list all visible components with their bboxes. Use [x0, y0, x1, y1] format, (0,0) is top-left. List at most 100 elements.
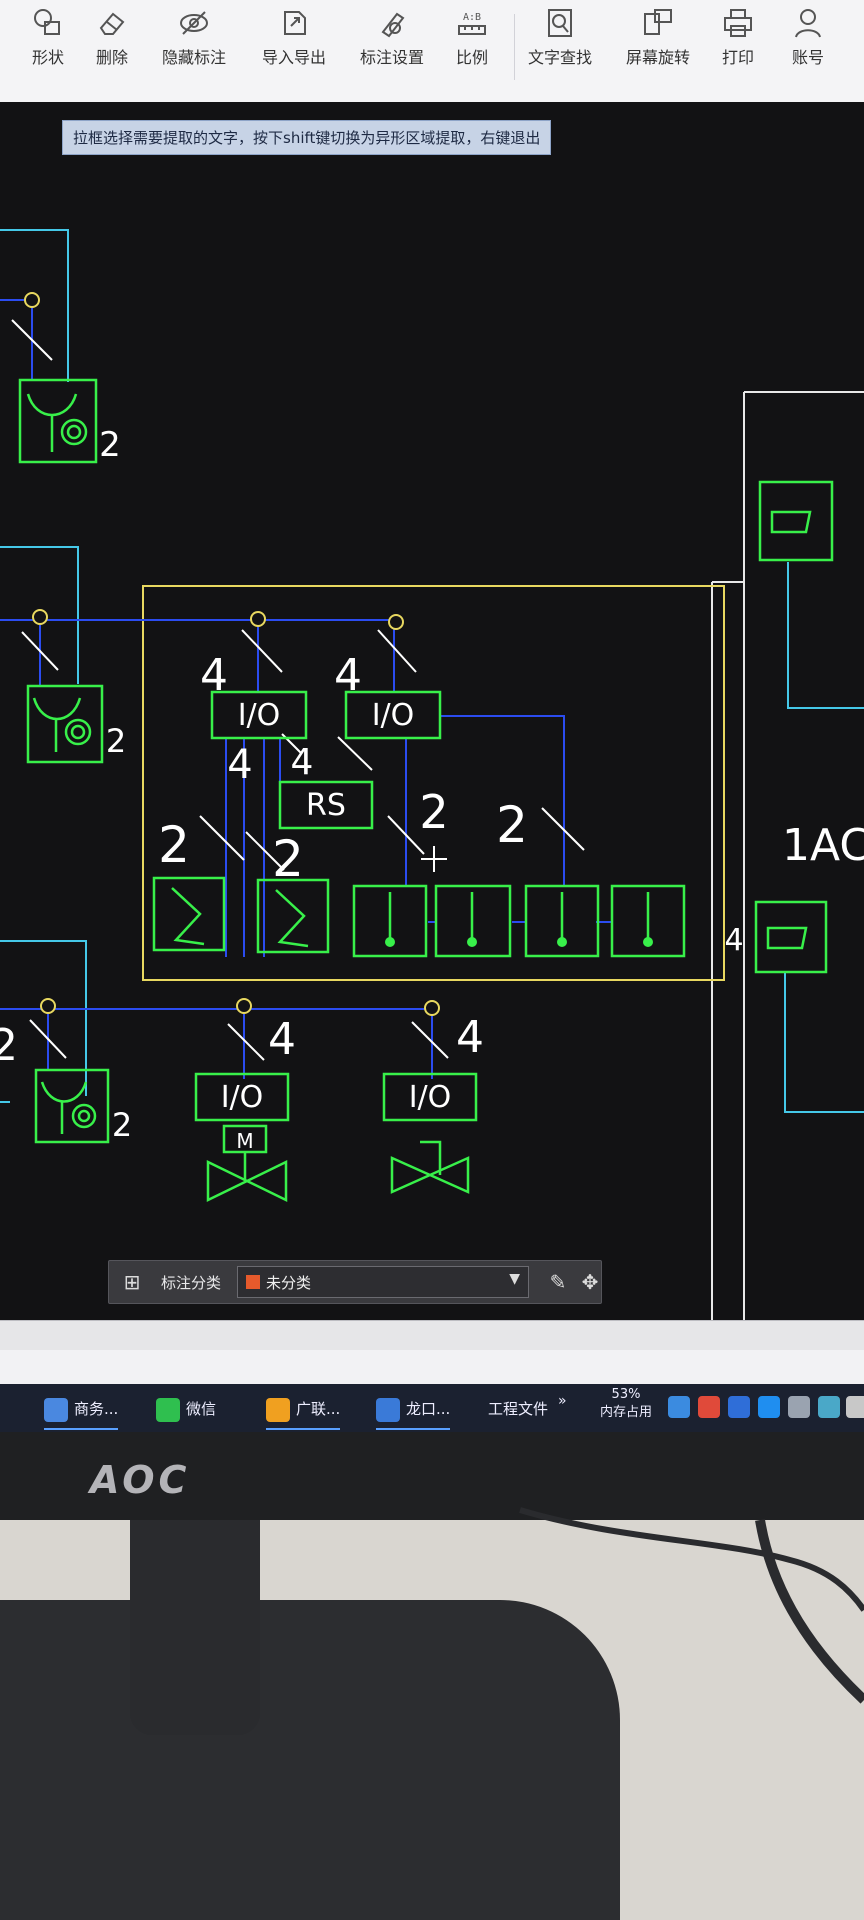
motor-label: M	[236, 1129, 253, 1153]
grid-menu-icon[interactable]: ⊞	[123, 1270, 141, 1294]
count-label: 2	[496, 796, 528, 854]
count-label: 4	[227, 742, 252, 788]
account-icon	[795, 9, 821, 38]
move-icon[interactable]: ✥	[581, 1270, 599, 1294]
smoke-detector-2	[256, 878, 330, 954]
annotation-settings-button[interactable]: 标注设置	[352, 6, 432, 68]
right-sensor-1	[758, 480, 834, 562]
annotation-settings-label: 标注设置	[359, 48, 424, 67]
cabinet-tag-label: 1AC3	[782, 820, 864, 871]
manual-valve	[390, 1156, 470, 1194]
active-indicator	[376, 1428, 451, 1430]
shape-icon	[34, 9, 60, 35]
print-label: 打印	[721, 48, 754, 67]
taskbar-app-label: 龙口...	[406, 1400, 451, 1418]
top-toolbar: 形状 删除 隐藏标注 导入导出 标注设置 A:B 比例 文字查找 屏幕旋转 打印…	[0, 0, 864, 103]
print-button[interactable]: 打印	[698, 6, 778, 68]
app-icon	[376, 1397, 400, 1422]
status-bar	[0, 1320, 864, 1351]
app-icon	[266, 1397, 290, 1422]
cad-drawing-canvas[interactable]: I/O I/O RS I/O I/O M 4 4 4 4 2 2 2 2 4 4…	[0, 102, 864, 1320]
monitor-brand-logo: AOC	[90, 1458, 191, 1502]
taskbar-app-1[interactable]: 商务...	[44, 1394, 119, 1430]
count-label: 2	[272, 830, 304, 888]
shape-tool-label: 形状	[31, 48, 64, 67]
text-search-icon	[548, 9, 572, 37]
shape-tool-button[interactable]: 形状	[8, 6, 88, 68]
taskbar-app-wechat[interactable]: 微信	[156, 1394, 216, 1424]
io-module-2	[344, 690, 442, 740]
import-export-label: 导入导出	[261, 48, 326, 67]
import-export-icon	[284, 11, 306, 35]
scale-button[interactable]: A:B 比例	[432, 6, 512, 68]
account-button[interactable]: 账号	[768, 6, 848, 68]
wire-count-ticks	[11, 319, 585, 1061]
extraction-tooltip: 拉框选择需要提取的文字，按下shift键切换为异形区域提取，右键退出	[62, 120, 552, 155]
rotate-screen-label: 屏幕旋转	[625, 48, 690, 67]
count-label: 2	[106, 722, 126, 760]
tray-icon[interactable]	[728, 1396, 750, 1418]
detector-symbol-3	[34, 1068, 110, 1144]
monitor-base	[0, 1600, 620, 1920]
monitor-bezel	[0, 1432, 864, 1520]
rs-label: RS	[306, 788, 346, 823]
tray-icon[interactable]	[788, 1396, 810, 1418]
annotation-category-label: 标注分类	[161, 1274, 222, 1292]
cable	[519, 1507, 864, 1704]
count-label: 2	[112, 1106, 132, 1144]
taskbar-folder-project[interactable]: 工程文件	[488, 1394, 548, 1424]
printer-icon	[724, 9, 752, 37]
taskbar-app-4[interactable]: 龙口...	[376, 1394, 451, 1430]
field-zone-boundary	[142, 585, 725, 981]
text-search-button[interactable]: 文字查找	[520, 6, 600, 68]
count-label: 2	[99, 425, 121, 465]
annotation-category-select[interactable]: 未分类 ▼	[237, 1266, 529, 1298]
io-label-2: I/O	[372, 698, 415, 733]
motor-valve	[206, 1160, 288, 1202]
sprinkler-box-1	[352, 884, 428, 958]
right-sensor-2	[754, 900, 828, 974]
count-label: 4	[334, 650, 362, 701]
count-label: 4	[724, 923, 743, 958]
tray-icon[interactable]	[668, 1396, 690, 1418]
sprinkler-box-2	[434, 884, 512, 958]
io-module-1	[210, 690, 308, 740]
rs-module	[278, 780, 374, 830]
hide-annotation-button[interactable]: 隐藏标注	[154, 6, 234, 68]
detector-symbol-1	[18, 378, 98, 464]
taskbar-app-3[interactable]: 广联...	[266, 1394, 341, 1430]
memory-label: 内存占用	[599, 1405, 652, 1420]
io-label-1: I/O	[238, 698, 281, 733]
io-module-3	[194, 1072, 290, 1122]
io-label-4: I/O	[409, 1080, 452, 1115]
tray-icon[interactable]	[698, 1396, 720, 1418]
tray-icon[interactable]	[758, 1396, 780, 1418]
wechat-icon	[156, 1397, 180, 1422]
cabinet-outlines	[0, 229, 87, 1103]
sprinkler-heads	[385, 937, 653, 947]
import-export-button[interactable]: 导入导出	[254, 6, 334, 68]
edit-icon[interactable]: ✎	[549, 1270, 567, 1294]
taskbar-app-label: 微信	[186, 1400, 217, 1418]
rotate-screen-button[interactable]: 屏幕旋转	[618, 6, 698, 68]
sprinkler-box-4	[610, 884, 686, 958]
crosshair-cursor	[421, 846, 447, 872]
delete-tool-button[interactable]: 删除	[72, 6, 152, 68]
category-color-swatch	[246, 1275, 260, 1289]
taskbar-overflow-button[interactable]: »	[558, 1393, 567, 1409]
annotation-settings-icon	[381, 12, 405, 38]
chevron-down-icon: ▼	[509, 1271, 520, 1287]
io-label-3: I/O	[221, 1080, 264, 1115]
delete-tool-label: 删除	[95, 48, 128, 67]
scale-icon-text: A:B	[463, 12, 481, 23]
tray-icon[interactable]	[846, 1396, 864, 1418]
app-icon	[44, 1397, 68, 1422]
count-label: 2	[419, 785, 448, 839]
tray-icon[interactable]	[818, 1396, 840, 1418]
active-indicator	[44, 1428, 119, 1430]
account-label: 账号	[791, 48, 824, 67]
annotation-category-panel: ⊞ 标注分类 未分类 ▼ ✎ ✥	[108, 1260, 602, 1304]
count-label: 2	[0, 1020, 18, 1071]
count-label: 2	[158, 816, 190, 874]
sprinkler-box-3	[524, 884, 600, 958]
